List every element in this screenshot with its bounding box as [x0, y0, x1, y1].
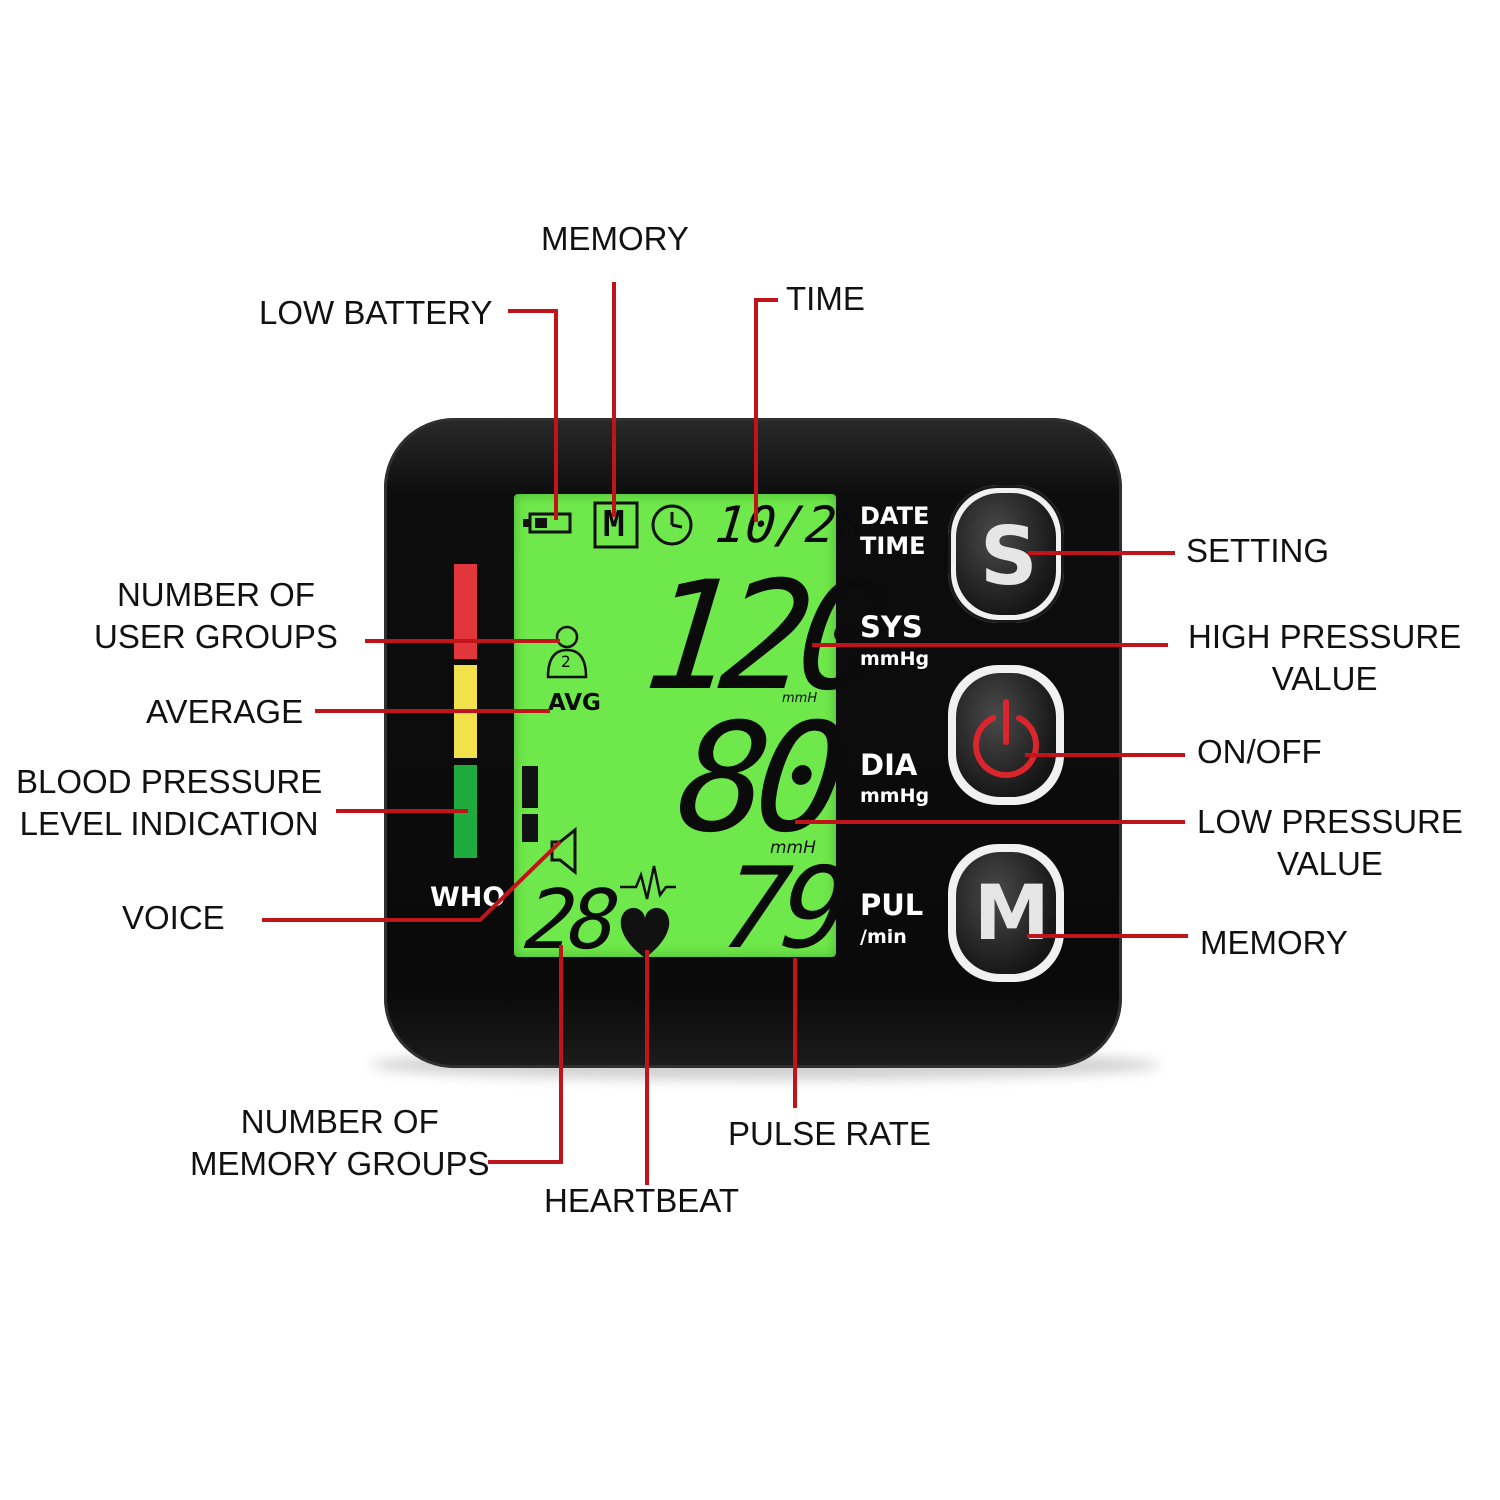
- memory-button-letter: M: [974, 868, 1050, 957]
- memory-icon-letter: M: [603, 504, 625, 545]
- pulse-value: 79: [716, 844, 849, 974]
- callout-on-off: ON/OFF: [1197, 733, 1322, 770]
- level-bar-red: [454, 564, 477, 659]
- dia-mmhg-label: mmHg: [860, 785, 930, 807]
- avg-label: AVG: [548, 690, 601, 716]
- user-number: 2: [561, 652, 571, 671]
- callout-time: TIME: [786, 280, 865, 317]
- callout-average: AVERAGE: [146, 693, 304, 730]
- callout-low-pressure: LOW PRESSURE VALUE: [1197, 803, 1463, 882]
- dia-label: DIA: [860, 748, 918, 782]
- callout-pulse-rate: PULSE RATE: [728, 1115, 931, 1152]
- callout-high-pressure: HIGH PRESSURE VALUE: [1188, 618, 1462, 697]
- callout-memory-right: MEMORY: [1200, 924, 1348, 961]
- sys-unit-small: mmH: [782, 691, 818, 706]
- setting-button-letter: S: [980, 510, 1038, 603]
- sys-value: 120: [636, 550, 884, 724]
- dia-value: 80: [670, 692, 842, 866]
- sys-mmhg-label: mmHg: [860, 648, 930, 670]
- who-label: WHO: [430, 882, 506, 913]
- pul-label: PUL: [860, 888, 924, 922]
- callout-voice: VOICE: [122, 899, 225, 936]
- level-bar-green: [454, 765, 477, 858]
- memory-count: 28: [521, 873, 619, 968]
- callout-bp-level: BLOOD PRESSURE LEVEL INDICATION: [16, 763, 323, 842]
- callout-setting: SETTING: [1186, 532, 1330, 569]
- per-min-label: /min: [860, 926, 907, 948]
- date-display: 10/28: [712, 496, 870, 554]
- level-bar-yellow: [454, 665, 477, 758]
- power-icon: [973, 699, 1039, 779]
- memory-button[interactable]: [948, 844, 1064, 982]
- callout-low-battery: LOW BATTERY: [259, 294, 493, 331]
- dia-unit-small: mmH: [770, 838, 816, 858]
- callout-memory-top: MEMORY: [541, 220, 689, 257]
- time-label: TIME: [860, 532, 926, 560]
- callout-memory-groups: NUMBER OF MEMORY GROUPS: [190, 1103, 490, 1182]
- callout-heartbeat: HEARTBEAT: [544, 1182, 739, 1219]
- sys-label: SYS: [860, 610, 923, 644]
- callout-user-groups: NUMBER OF USER GROUPS: [94, 576, 338, 655]
- date-label: DATE: [860, 502, 930, 530]
